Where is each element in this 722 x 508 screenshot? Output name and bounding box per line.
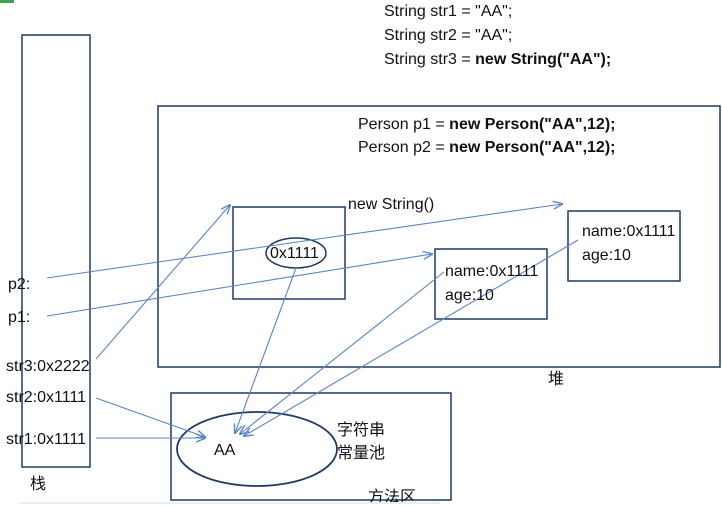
pool-label-line1: 字符串 [337, 420, 386, 439]
person2-age-field: age:10 [582, 247, 631, 264]
code-line-p2-keyword: new Person("AA",12); [449, 139, 616, 156]
code-line-str3-prefix: String str3 = [384, 51, 476, 68]
code-line-p1-prefix: Person p1 = [358, 116, 450, 133]
method-area-box [170, 392, 452, 501]
arrow-str2-to-pool [95, 397, 205, 437]
stack-box [21, 34, 91, 468]
code-line-p2-prefix: Person p2 = [358, 139, 450, 156]
code-line-str2: String str2 = "AA"; [384, 27, 513, 44]
arrow-str3-to-new-string [95, 205, 230, 360]
code-line-str1: String str1 = "AA"; [384, 3, 513, 20]
new-string-label: new String() [348, 196, 435, 213]
arrow-p1-to-person1 [46, 254, 432, 317]
heap-box [157, 105, 721, 368]
code-line-str3-keyword: new String("AA"); [475, 51, 612, 68]
arrow-person2-name-to-pool [244, 239, 579, 436]
stack-var-p1: p1: [8, 309, 31, 326]
corner-accent-bar [0, 0, 14, 3]
person1-name-field: name:0x1111 [445, 263, 539, 280]
code-line-str3: String str3 = new String("AA"); [384, 48, 611, 72]
person2-name-field: name:0x1111 [582, 223, 676, 240]
person1-age-field: age:10 [445, 287, 494, 304]
stack-var-str3: str3:0x2222 [6, 358, 90, 375]
code-line-p2: Person p2 = new Person("AA",12); [358, 136, 615, 160]
bottom-edge-bar [20, 502, 440, 504]
pool-string-value: AA [214, 442, 236, 459]
method-area-label: 方法区 [368, 487, 417, 506]
person-object-1-box [434, 248, 548, 320]
code-line-p1: Person p1 = new Person("AA",12); [358, 113, 615, 137]
oval-address-label: 0x1111 [270, 245, 319, 262]
new-string-object-box [232, 206, 346, 300]
code-line-p1-keyword: new Person("AA",12); [449, 116, 616, 133]
string-pool-oval [176, 411, 338, 487]
arrow-p2-to-person2 [46, 204, 562, 279]
stack-var-str2: str2:0x1111 [6, 389, 87, 406]
stack-var-str1: str1:0x1111 [6, 431, 87, 448]
stack-var-p2: p2: [8, 276, 31, 293]
arrow-oval-to-pool [235, 267, 297, 433]
pool-label-line2: 常量池 [337, 443, 386, 462]
arrow-person1-name-to-pool [240, 271, 445, 434]
stack-region-label: 栈 [30, 474, 47, 493]
heap-region-label: 堆 [548, 369, 565, 388]
